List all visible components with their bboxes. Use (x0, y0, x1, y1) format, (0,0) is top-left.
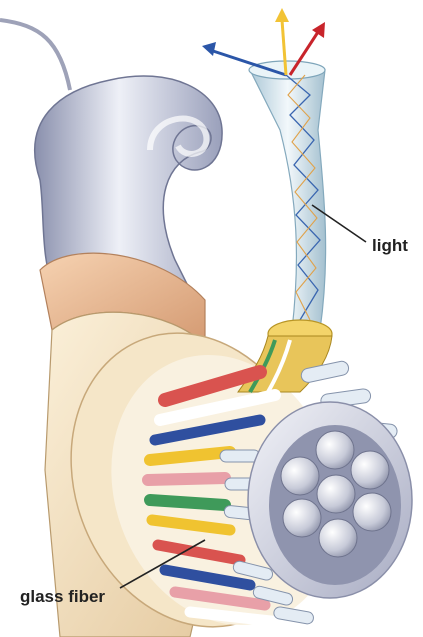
arrow-blue-icon (202, 42, 216, 56)
glass-fiber-strand (250, 70, 326, 330)
label-light: light (372, 236, 408, 256)
thin-cable-strand (0, 20, 70, 90)
arrow-yellow-icon (275, 8, 289, 22)
label-glass-fiber: glass fiber (20, 587, 105, 607)
